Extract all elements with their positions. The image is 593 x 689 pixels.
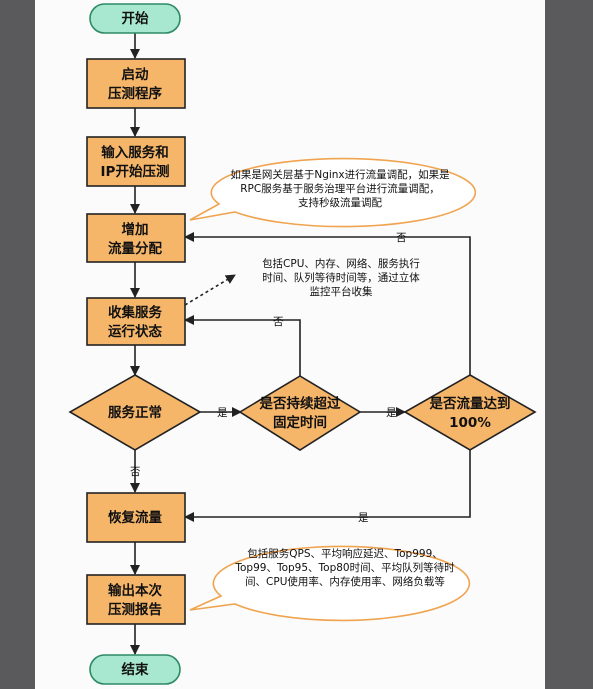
edge-traffic-no-increase	[184, 232, 471, 375]
report-note-line-2: Top99、Top95、Top80时间、平均队列等待时	[234, 561, 455, 574]
metrics-note-line-3: 监控平台收集	[310, 285, 373, 298]
gateway-note-line-2: RPC服务基于服务治理平台进行流量调配，	[240, 182, 439, 195]
service-ok-decision: 服务正常	[68, 374, 202, 451]
gateway-note-bubble: 如果是网关层基于Nginx进行流量调配，如果是 RPC服务基于服务治理平台进行流…	[189, 157, 477, 228]
edge-label-sustained-no: 否	[273, 316, 284, 328]
edge-traffic-yes-restore	[184, 450, 471, 522]
edges	[130, 33, 471, 655]
metrics-note-line-2: 时间、队列等待时间等，通过立体	[262, 271, 420, 284]
sustained-label-1: 是否持续超过	[260, 395, 341, 412]
edge-label-traffic-yes: 是	[358, 512, 369, 524]
increase-node: 增加 流量分配	[86, 213, 186, 263]
edge-metrics-note-link	[184, 274, 236, 306]
traffic-full-label-2: 100%	[449, 415, 491, 431]
collect-label-1: 收集服务	[108, 304, 162, 321]
collect-label-2: 运行状态	[108, 323, 162, 340]
traffic-full-label-1: 是否流量达到	[430, 395, 511, 412]
gateway-note-line-1: 如果是网关层基于Nginx进行流量调配，如果是	[230, 168, 450, 181]
end-label: 结束	[122, 661, 149, 678]
input-label-2: IP开始压测	[101, 163, 170, 180]
report-label-2: 压测报告	[108, 601, 162, 618]
increase-label-1: 增加	[122, 221, 149, 238]
metrics-note: 包括CPU、内存、网络、服务执行 时间、队列等待时间等，通过立体 监控平台收集	[262, 257, 420, 298]
edge-label-sustained-yes: 是	[386, 407, 397, 419]
edge-label-serviceok-yes: 是	[217, 407, 228, 419]
edge-sustained-no-collect	[184, 315, 301, 376]
input-label-1: 输入服务和	[101, 144, 169, 161]
sustained-decision: 是否持续超过 固定时间	[238, 375, 362, 451]
flowchart-svg: 是 否 是 否 否 是 开始 结束 启动 压测程序 输入服务和 IP开始压测 增…	[68, 3, 537, 685]
report-note-line-1: 包括服务QPS、平均响应延迟、Top999、	[247, 547, 443, 560]
traffic-full-decision: 是否流量达到 100%	[403, 374, 537, 451]
flowchart-canvas: 是 否 是 否 否 是 开始 结束 启动 压测程序 输入服务和 IP开始压测 增…	[35, 0, 545, 689]
start-node: 开始	[89, 3, 181, 34]
report-note-line-3: 间、CPU使用率、内存使用率、网络负载等	[245, 575, 445, 588]
service-ok-label: 服务正常	[108, 404, 162, 421]
edge-label-traffic-no: 否	[396, 232, 407, 244]
increase-label-2: 流量分配	[108, 240, 162, 257]
report-label-1: 输出本次	[108, 582, 162, 599]
input-node: 输入服务和 IP开始压测	[86, 136, 186, 187]
launch-node: 启动 压测程序	[86, 58, 186, 109]
start-label: 开始	[122, 10, 149, 27]
report-node: 输出本次 压测报告	[86, 574, 186, 625]
launch-label-2: 压测程序	[108, 85, 162, 102]
collect-node: 收集服务 运行状态	[86, 297, 186, 346]
edge-label-serviceok-no: 否	[130, 466, 141, 478]
report-note-bubble: 包括服务QPS、平均响应延迟、Top999、 Top99、Top95、Top80…	[189, 545, 471, 622]
restore-node: 恢复流量	[86, 492, 186, 543]
sustained-label-2: 固定时间	[273, 414, 327, 431]
end-node: 结束	[89, 654, 181, 685]
launch-label-1: 启动	[122, 66, 149, 83]
restore-label: 恢复流量	[108, 509, 162, 526]
metrics-note-line-1: 包括CPU、内存、网络、服务执行	[262, 257, 420, 270]
gateway-note-line-3: 支持秒级流量调配	[298, 196, 382, 209]
